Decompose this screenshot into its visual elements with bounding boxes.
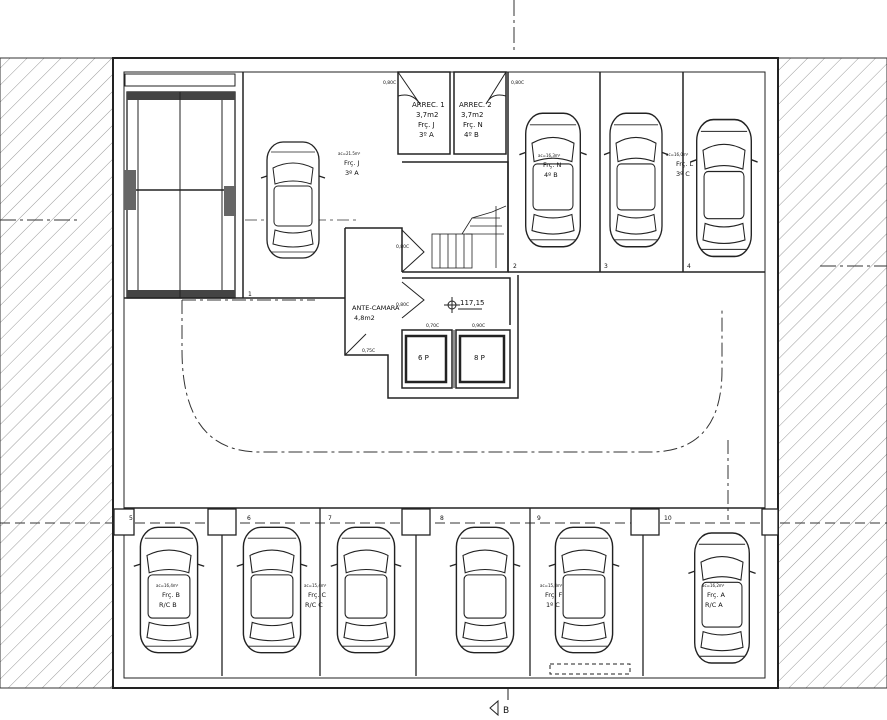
parking-spot-3-number: 3 [604,263,608,270]
storage-room-1-owner: Frç. J [418,121,435,129]
door-tag: 0,80C [383,80,396,86]
storage-room-2-title: ARREC. 2 [459,101,492,109]
parking-spot-7-floor: R/C C [305,601,323,609]
storage-room-1-title: ARREC. 1 [412,101,445,109]
door-swings [344,71,507,356]
car-icon [449,526,521,654]
parking-spot-1-floor: 3º A [345,169,359,177]
parking-spot-2-owner: Frç. N [543,161,562,169]
parking-spot-2-floor: 4º B [544,171,558,179]
storage-room-1-area: 3,7m2 [416,111,438,119]
car-icon [548,526,620,654]
parking-spot-4-owner: Frç. L [676,160,694,168]
parking-spot-1-owner: Frç. J [344,159,360,167]
car-lift [124,73,236,299]
parking-spot-8-number: 8 [440,515,444,522]
parking-spot-5-number: 5 [129,515,133,522]
section-marker-icon: B [489,688,509,717]
anteroom-area: 4,8m2 [354,314,375,322]
parking-spot-4-number: 4 [687,263,691,270]
hatched-area-right [777,57,887,689]
parking-spot-9-number: 9 [537,515,541,522]
circulation-path [181,300,723,453]
door-tag: 0,75C [362,348,375,354]
section-marker-label: B [503,706,509,716]
parking-spot-7-owner: Frç. C [308,591,327,599]
elevator-cabins [404,330,506,388]
inner-wall [123,71,766,679]
car-icon [330,526,402,654]
parking-spot-9-area: ac=15,8m² [540,583,563,588]
door-tag: 0,90C [472,323,485,329]
door-tag: 0,80C [396,302,409,308]
bottom-parking-row [113,507,779,676]
elevator-1-label: 6 P [418,354,429,362]
parking-spot-9-floor: 1º C [546,601,560,609]
parking-spot-5-floor: R/C B [159,601,177,609]
stairs [431,205,507,269]
storage-room-2-owner: Frç. N [463,121,483,129]
car-icon [603,112,669,248]
storage-room-1-floor: 3º A [419,131,434,139]
hatched-area-left [0,57,114,689]
car-icon [260,141,326,259]
parking-spot-10-area: ac=16,2m² [702,583,725,588]
parking-spot-5-owner: Frç. B [162,591,180,599]
storage-room-2-floor: 4º B [464,131,479,139]
level-mark-icon [444,297,482,313]
parking-spot-7-number: 7 [328,515,332,522]
door-tag: 0,70C [426,323,439,329]
parking-spot-9-owner: Frç. F [545,591,563,599]
car-icon [133,526,205,654]
parking-spot-7-area: ac=15,4m² [304,583,327,588]
parking-spot-10-floor: R/C A [705,601,723,609]
elevation-value: 117,15 [460,299,485,307]
parking-spot-10-number: 10 [664,515,672,522]
parking-spot-2-number: 2 [513,263,517,270]
parking-spot-2-area: ac=16,3m² [538,153,561,158]
outer-wall [112,57,779,689]
car-icon [236,526,308,654]
parking-spot-5-area: ac=16,4m² [156,583,179,588]
parking-spot-6-number: 6 [247,515,251,522]
parking-spot-4-floor: 3º C [676,170,690,178]
door-tag: 0,80C [396,244,409,250]
parking-spot-1-number: 1 [248,291,252,298]
car-icon [689,118,759,258]
storage-room-2-area: 3,7m2 [461,111,483,119]
car-icon [518,112,588,248]
door-tag: 0,80C [511,80,524,86]
parking-spot-10-owner: Frç. A [707,591,726,599]
core-block [344,71,519,399]
parking-spot-1-area: ac=21.5m² [338,151,361,156]
anteroom-title: ANTE-CAMARA [352,304,400,312]
parking-spot-4-area: ac=16,0m² [666,152,689,157]
elevator-2-label: 8 P [474,354,485,362]
